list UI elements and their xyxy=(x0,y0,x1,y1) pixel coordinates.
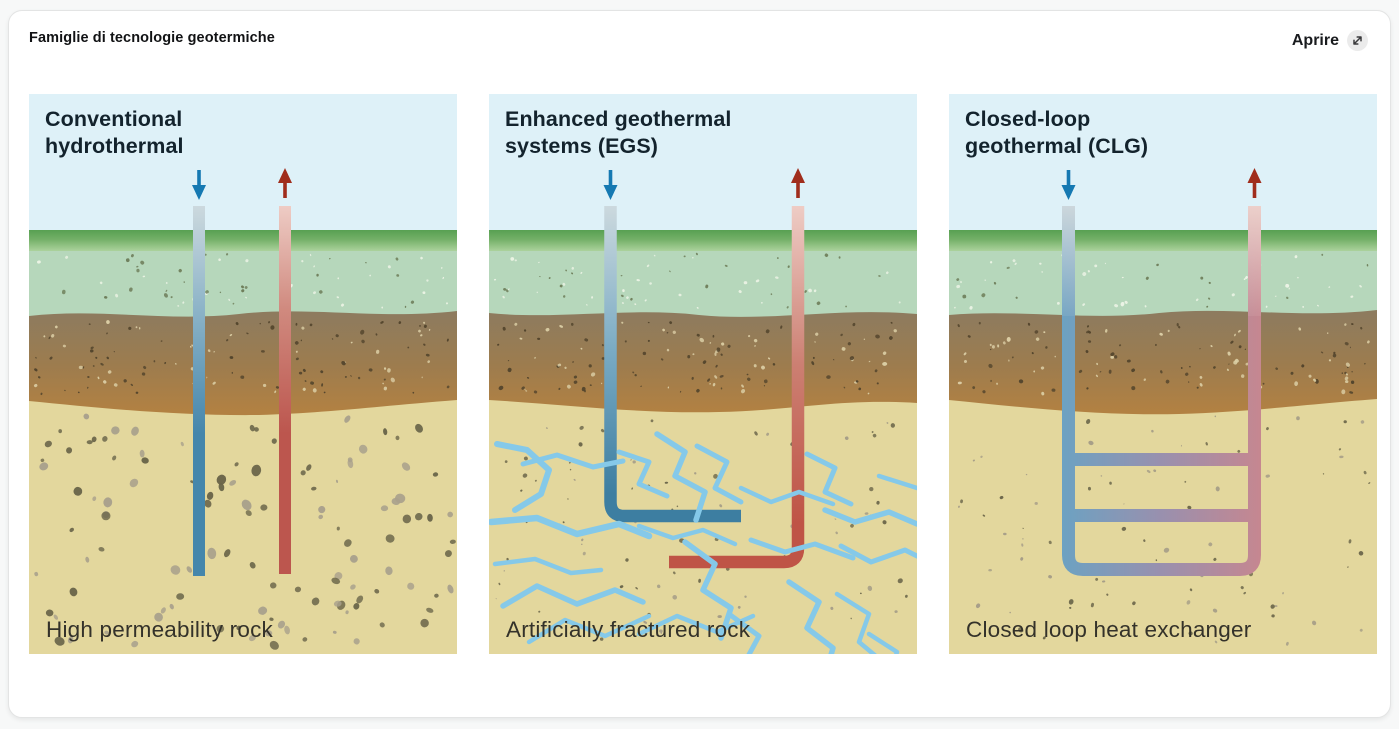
injection-down-arrow-icon xyxy=(1061,170,1076,200)
rock-speckles xyxy=(493,252,908,641)
injection-down-arrow-icon xyxy=(603,170,618,200)
injection-well-pipe xyxy=(193,206,205,576)
closed-loop-heat-exchanger-pipe xyxy=(1062,206,1261,576)
card-header: Famiglie di tecnologie geotermiche Aprir… xyxy=(9,11,1390,71)
panel-caption: Closed loop heat exchanger xyxy=(966,617,1252,642)
open-button-label: Aprire xyxy=(1291,31,1339,49)
panel-conventional-hydrothermal: Conventional hydrothermal High permeabil… xyxy=(29,94,457,654)
panel-title: Closed-loop geothermal (CLG) xyxy=(965,107,1149,159)
production-up-arrow-icon xyxy=(1247,168,1262,198)
open-button[interactable]: Aprire xyxy=(1288,26,1372,55)
ground-layers xyxy=(949,94,1377,654)
ground-layers xyxy=(29,94,457,654)
panel-title: Conventional hydrothermal xyxy=(45,107,184,159)
injection-well-pipe xyxy=(604,206,741,523)
production-well-pipe xyxy=(279,206,291,574)
panel-closed-loop-geothermal: Closed-loop geothermal (CLG) Closed loop… xyxy=(949,94,1377,654)
rock-speckles xyxy=(954,253,1371,646)
production-up-arrow-icon xyxy=(791,168,805,198)
injection-down-arrow-icon xyxy=(192,170,206,200)
rock-speckles xyxy=(33,253,456,650)
panel-title: Enhanced geothermal systems (EGS) xyxy=(505,107,732,159)
artificial-fractures xyxy=(489,431,917,654)
panel-caption: Artificially fractured rock xyxy=(506,617,751,642)
egs-diagram xyxy=(489,94,917,654)
open-expand-diagonal-arrow-icon xyxy=(1347,30,1368,51)
card-title: Famiglie di tecnologie geotermiche xyxy=(29,30,275,46)
production-up-arrow-icon xyxy=(278,168,292,198)
conventional-hydrothermal-diagram xyxy=(29,94,457,654)
geothermal-technologies-card: Famiglie di tecnologie geotermiche Aprir… xyxy=(8,10,1391,718)
clg-diagram xyxy=(949,94,1377,654)
panel-caption: High permeability rock xyxy=(46,617,273,642)
panels-row: Conventional hydrothermal High permeabil… xyxy=(29,94,1377,654)
panel-enhanced-geothermal-systems: Enhanced geothermal systems (EGS) Artifi… xyxy=(489,94,917,654)
ground-layers xyxy=(489,94,917,654)
